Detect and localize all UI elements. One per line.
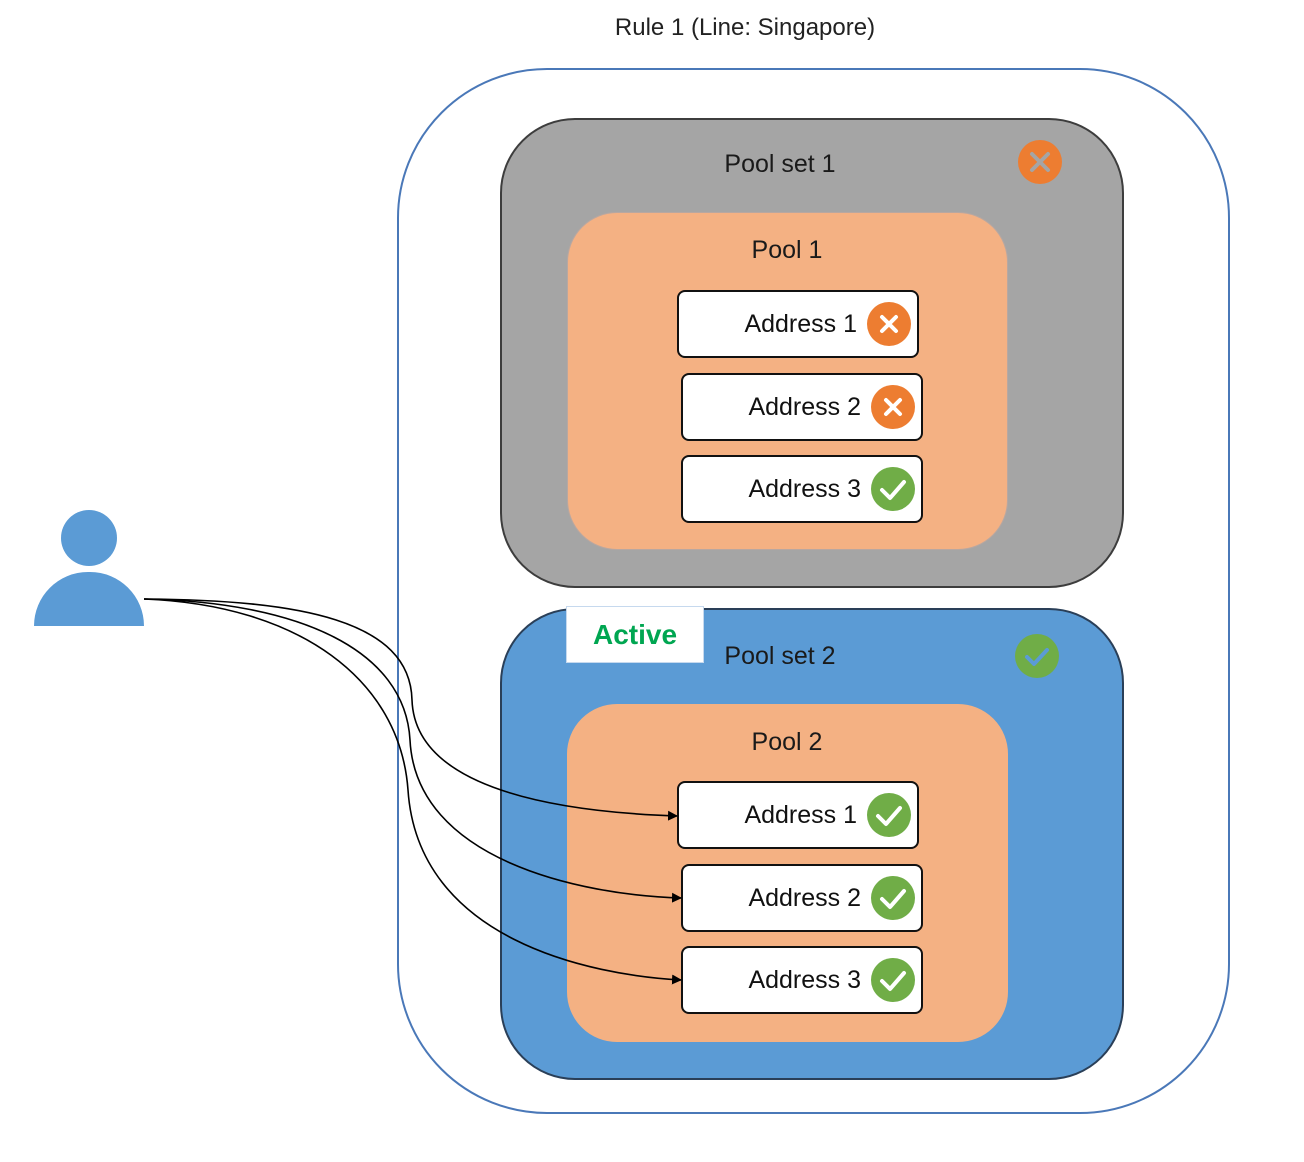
pool-2-address-3: Address 3	[681, 946, 923, 1014]
address-label: Address 1	[744, 800, 857, 829]
check-icon	[871, 958, 915, 1002]
pool-set-1-cross-icon	[1018, 140, 1062, 184]
address-label: Address 2	[748, 392, 861, 421]
pool-set-2-label: Pool set 2	[724, 642, 836, 670]
check-icon	[871, 467, 915, 511]
address-label: Address 3	[748, 965, 861, 994]
address-label: Address 2	[748, 883, 861, 912]
pool-1-address-3: Address 3	[681, 455, 923, 523]
user-icon	[34, 572, 144, 626]
pool-1-label: Pool 1	[751, 236, 823, 264]
pool-1-address-1: Address 1	[677, 290, 919, 358]
rule-title: Rule 1 (Line: Singapore)	[614, 14, 876, 41]
pool-set-2-check-icon	[1015, 634, 1059, 678]
address-label: Address 3	[748, 474, 861, 503]
check-icon	[871, 876, 915, 920]
cross-icon	[867, 302, 911, 346]
pool-2-address-1: Address 1	[677, 781, 919, 849]
pool-2-label: Pool 2	[751, 728, 823, 756]
check-icon	[867, 793, 911, 837]
pool-1-address-2: Address 2	[681, 373, 923, 441]
pool-2-address-2: Address 2	[681, 864, 923, 932]
user-icon-head	[61, 510, 117, 566]
address-label: Address 1	[744, 309, 857, 338]
cross-icon	[871, 385, 915, 429]
pool-set-1-label: Pool set 1	[724, 150, 836, 178]
